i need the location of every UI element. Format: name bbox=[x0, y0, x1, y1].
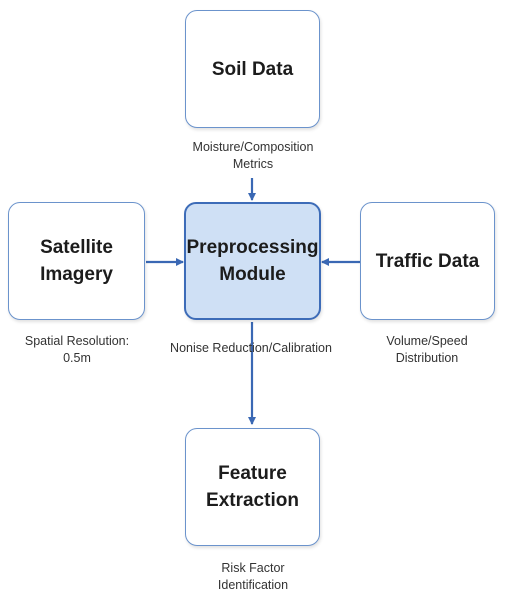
caption-preprocessing-module: Nonise Reduction/Calibration bbox=[170, 341, 332, 355]
node-satellite-imagery[interactable]: Satellite Imagery bbox=[8, 202, 145, 320]
node-soil-data[interactable]: Soil Data bbox=[185, 10, 320, 128]
caption-traffic-data: Volume/Speed Distribution bbox=[386, 334, 468, 365]
node-preprocessing-module-label: Preprocessing Module bbox=[186, 237, 319, 285]
node-feature-extraction-label: Feature Extraction bbox=[206, 463, 299, 511]
node-preprocessing-module[interactable]: Preprocessing Module bbox=[184, 202, 321, 320]
caption-satellite-imagery: Spatial Resolution: 0.5m bbox=[24, 334, 130, 365]
node-feature-extraction[interactable]: Feature Extraction bbox=[185, 428, 320, 546]
node-satellite-imagery-label: Satellite Imagery bbox=[40, 237, 113, 285]
node-traffic-data[interactable]: Traffic Data bbox=[360, 202, 495, 320]
caption-feature-extraction: Risk Factor Identification bbox=[217, 561, 289, 592]
node-soil-data-label: Soil Data bbox=[211, 58, 294, 80]
caption-soil-data: Moisture/Composition Metrics bbox=[192, 140, 314, 171]
node-traffic-data-label: Traffic Data bbox=[375, 250, 480, 272]
